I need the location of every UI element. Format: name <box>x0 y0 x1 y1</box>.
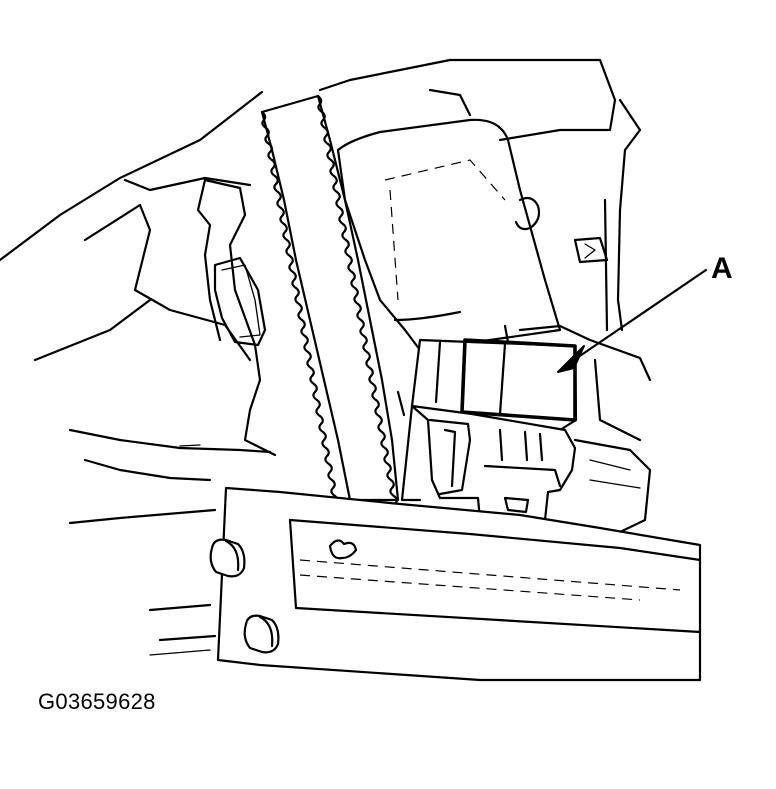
base-plate <box>209 486 702 682</box>
housing-cover <box>336 118 562 352</box>
connector-assembly <box>396 324 652 534</box>
mounting-bracket <box>196 178 277 457</box>
upper-frame <box>318 58 642 332</box>
body-panel-lines <box>0 90 272 656</box>
figure-id: G03659628 <box>38 689 156 714</box>
drive-belt <box>260 94 407 554</box>
callout-label-a: A <box>711 252 733 285</box>
callout-leader <box>557 268 708 373</box>
